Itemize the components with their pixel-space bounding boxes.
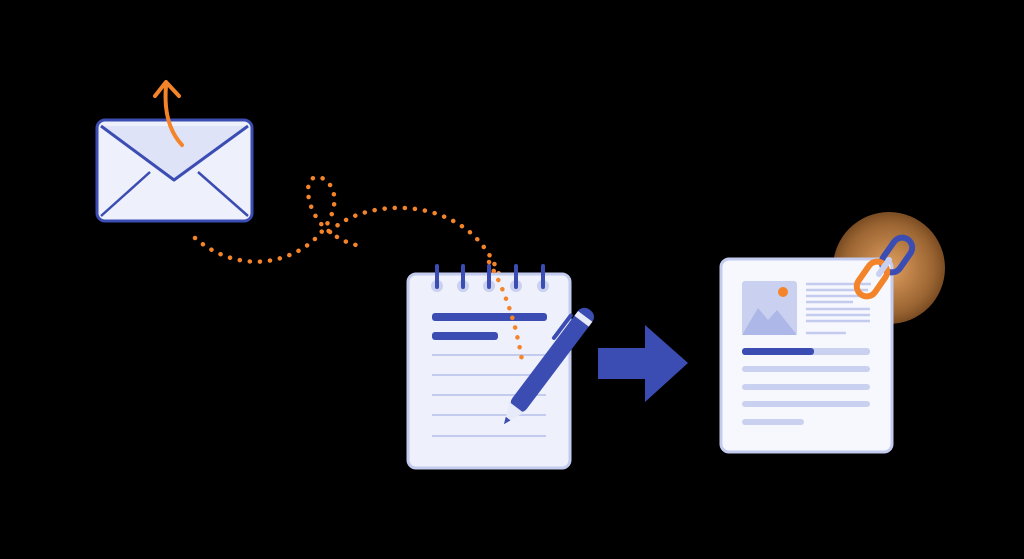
pen-icon xyxy=(503,307,594,425)
envelope-icon xyxy=(95,118,254,223)
document-icon xyxy=(719,257,894,454)
image-icon xyxy=(742,281,797,335)
notepad-icon xyxy=(406,264,572,470)
send-arrow-icon xyxy=(153,80,184,147)
right-arrow-icon xyxy=(598,325,688,402)
link-icon xyxy=(853,234,916,300)
dotted-path-overlay xyxy=(486,259,525,363)
